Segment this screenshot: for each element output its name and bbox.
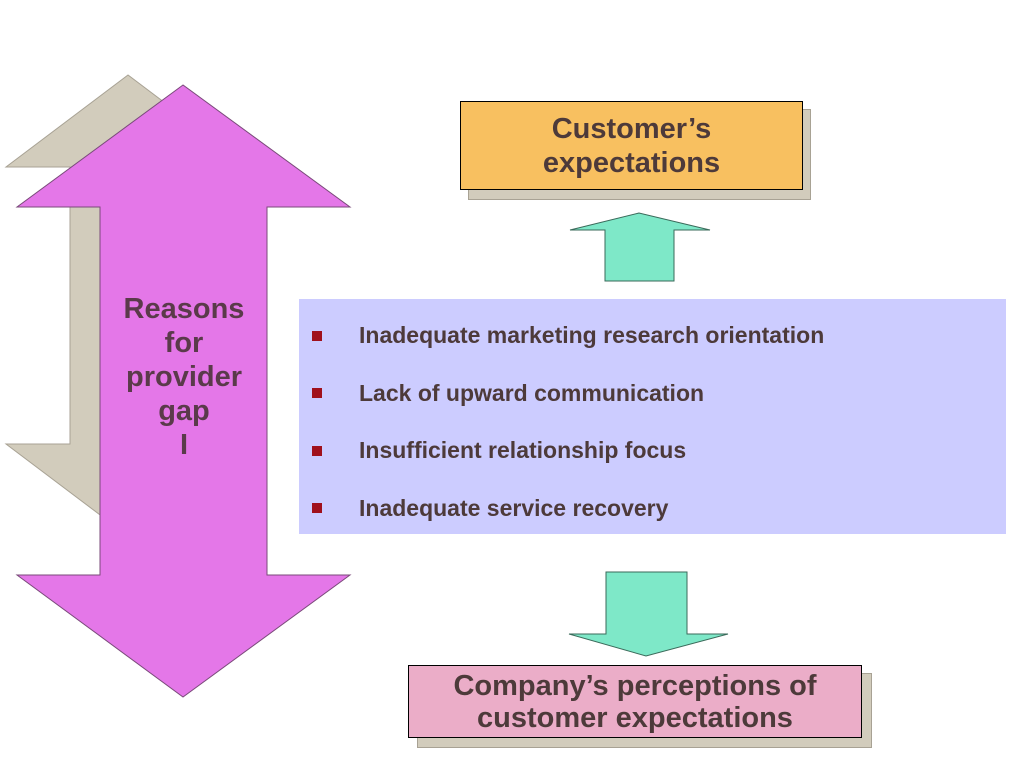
- customer-expectations-box: Customer’s expectations: [460, 101, 803, 190]
- down-arrow: [568, 571, 729, 657]
- gap-label-line: for: [164, 327, 204, 359]
- up-arrow: [569, 212, 711, 282]
- gap-label-line: gap: [158, 395, 210, 427]
- gap-label-line: Reasons: [123, 293, 245, 325]
- reason-text: Inadequate marketing research orientatio…: [359, 322, 825, 349]
- square-bullet-icon: [312, 445, 322, 456]
- square-bullet-icon: [312, 388, 322, 399]
- box-text-line: Customer’s: [551, 112, 712, 145]
- gap-label-line: I: [179, 429, 189, 461]
- reasons-panel: Inadequate marketing research orientatio…: [299, 299, 1006, 534]
- gap-label-line: provider: [125, 361, 243, 393]
- square-bullet-icon: [312, 330, 322, 341]
- reason-text: Lack of upward communication: [359, 379, 705, 406]
- box-text-line: customer expectations: [477, 701, 793, 734]
- gap-label: Reasons for provider gap I: [100, 292, 268, 462]
- reason-item: Lack of upward communication: [299, 365, 1006, 423]
- box-text-line: expectations: [542, 146, 721, 179]
- reason-item: Inadequate service recovery: [299, 480, 1006, 538]
- box-text-line: Company’s perceptions of: [453, 669, 817, 702]
- reason-item: Inadequate marketing research orientatio…: [299, 307, 1006, 365]
- company-perceptions-box: Company’s perceptions of customer expect…: [408, 665, 862, 738]
- reason-text: Inadequate service recovery: [359, 494, 669, 521]
- double-arrow: [15, 84, 352, 698]
- square-bullet-icon: [312, 503, 322, 514]
- reason-text: Insufficient relationship focus: [359, 437, 687, 464]
- reason-item: Insufficient relationship focus: [299, 422, 1006, 480]
